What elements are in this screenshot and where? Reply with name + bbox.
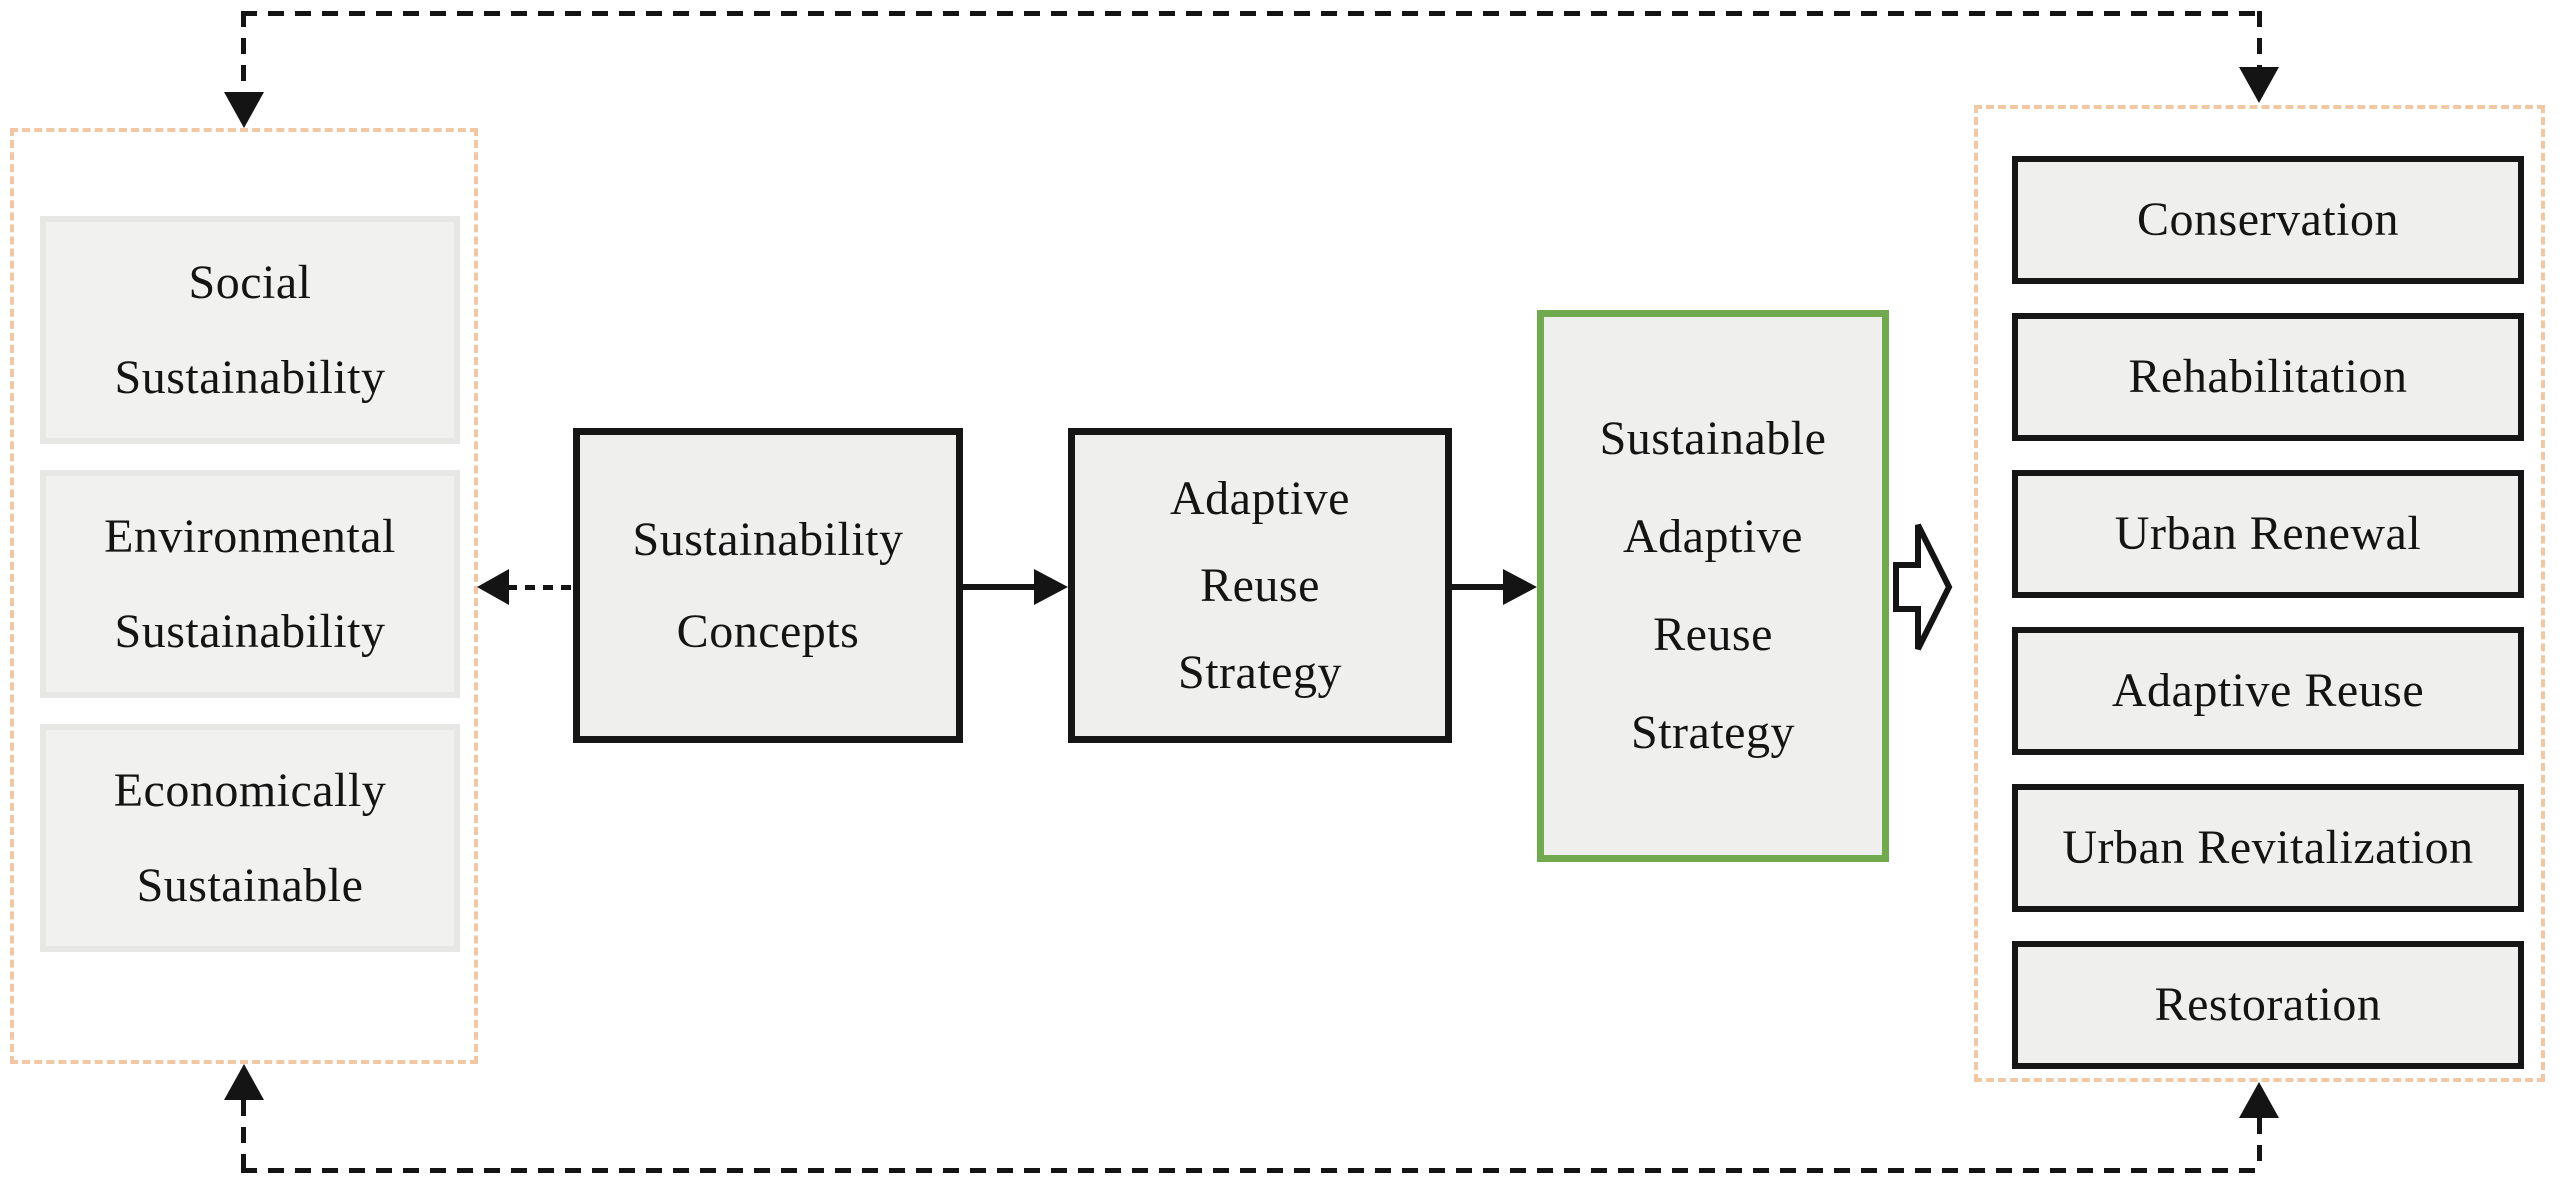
box-label-line: Strategy — [1631, 706, 1795, 759]
box-label: Adaptive Reuse — [2111, 664, 2425, 717]
box-label: Urban Renewal — [2114, 507, 2422, 560]
urban-revitalization-box: Urban Revitalization — [2012, 784, 2524, 912]
top-right-vertical-dashed-line — [2257, 11, 2262, 67]
adaptive-reuse-box: Adaptive Reuse — [2012, 627, 2524, 755]
urban-renewal-box: Urban Renewal — [2012, 470, 2524, 598]
bottom-horizontal-dashed-line — [241, 1168, 2264, 1173]
restoration-box: Restoration — [2012, 941, 2524, 1069]
box-label-line: Sustainability — [114, 350, 386, 404]
environmental-sustainability-box: Environmental Sustainability — [40, 470, 460, 698]
sustainability-concepts-box: Sustainability Concepts — [573, 428, 963, 743]
box-label-line: Adaptive — [1170, 471, 1350, 525]
top-horizontal-dashed-line — [241, 11, 2264, 16]
bottom-left-vertical-dashed-line — [241, 1100, 246, 1168]
box-label-line: Economically — [113, 763, 387, 817]
box-label-line: Sustainability — [632, 512, 904, 566]
bottom-right-vertical-dashed-line — [2257, 1118, 2262, 1168]
feedback-dashed-shaft — [507, 585, 573, 590]
rehabilitation-box: Rehabilitation — [2012, 313, 2524, 441]
box-label-line: Sustainable — [1599, 412, 1827, 465]
box-label: Urban Revitalization — [2062, 821, 2474, 874]
box-label-line: Adaptive — [1623, 510, 1803, 563]
box-label: Rehabilitation — [2128, 350, 2408, 403]
box-label: Conservation — [2137, 193, 2399, 246]
social-sustainability-box: Social Sustainability — [40, 216, 460, 444]
box-label-line: Sustainable — [136, 858, 364, 912]
economically-sustainable-box: Economically Sustainable — [40, 724, 460, 952]
box-label-line: Social — [188, 255, 312, 309]
sustainability-pillars-group: Social Sustainability Environmental Sust… — [10, 128, 478, 1064]
arrow-down-icon — [224, 92, 264, 128]
box-label-line: Reuse — [1200, 558, 1320, 612]
arrow-down-icon — [2239, 67, 2279, 103]
sustainable-adaptive-reuse-strategy-box: Sustainable Adaptive Reuse Strategy — [1537, 310, 1889, 862]
conservation-box: Conservation — [2012, 156, 2524, 284]
strategies-group: Conservation Rehabilitation Urban Renewa… — [1974, 105, 2545, 1082]
box-label-line: Sustainability — [114, 604, 386, 658]
top-left-vertical-dashed-line — [241, 11, 246, 93]
arrow-right-icon — [1034, 569, 1068, 605]
box-label-line: Environmental — [104, 509, 396, 563]
arrow-up-icon — [2239, 1082, 2279, 1118]
box-label: Restoration — [2154, 978, 2382, 1031]
flow-arrow-shaft — [1452, 584, 1505, 590]
box-label-line: Concepts — [676, 604, 860, 658]
hollow-right-arrow-icon — [1893, 523, 1953, 651]
box-label-line: Reuse — [1653, 608, 1773, 661]
arrow-up-icon — [224, 1064, 264, 1100]
arrow-left-icon — [477, 569, 509, 605]
arrow-right-icon — [1503, 569, 1537, 605]
adaptive-reuse-strategy-box: Adaptive Reuse Strategy — [1068, 428, 1452, 743]
flow-arrow-shaft — [963, 584, 1035, 590]
box-label-line: Strategy — [1178, 645, 1342, 699]
